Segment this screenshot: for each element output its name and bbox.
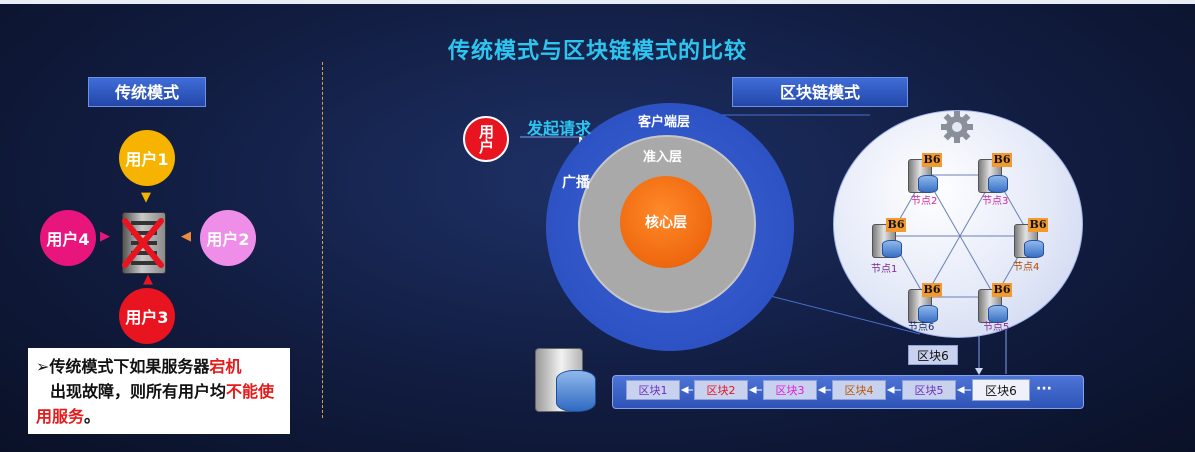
note-text-4: 不能使用服务: [36, 382, 275, 426]
block-3: 区块3: [763, 380, 817, 400]
node-2: B6: [906, 153, 942, 195]
note-text-1: 传统模式下如果服务器: [49, 357, 210, 376]
user-3: 用户3: [119, 288, 175, 344]
block-4: 区块4: [832, 380, 886, 400]
arrow-right-icon: ▶: [100, 229, 110, 244]
node-5: B6: [976, 283, 1012, 325]
node-1: B6: [870, 218, 906, 260]
traditional-note: ➢传统模式下如果服务器宕机 出现故障，则所有用户均不能使用服务。: [28, 348, 290, 434]
client-layer-label: 客户端层: [638, 115, 691, 130]
node-5-label: 节点5: [983, 322, 1010, 333]
section-divider: [322, 62, 323, 418]
blockchain-heading: 区块链模式: [732, 77, 908, 107]
note-text-2: 宕机: [209, 357, 242, 376]
node-1-label: 节点1: [871, 264, 898, 275]
block-2: 区块2: [694, 380, 748, 400]
node-2-label: 节点2: [911, 196, 938, 207]
block-6: 区块6: [972, 379, 1030, 401]
note-bullet: ➢: [36, 357, 50, 376]
note-text-3: 出现故障，则所有用户均: [50, 382, 227, 401]
node-6: B6: [906, 283, 942, 325]
user-4: 用户4: [40, 210, 96, 266]
top-border: [0, 0, 1195, 4]
chain-ellipsis: ···: [1036, 381, 1052, 397]
user-2: 用户2: [200, 210, 256, 266]
blockchain-user: 用户: [463, 116, 509, 162]
new-block-label: 区块6: [908, 345, 958, 365]
page-title: 传统模式与区块链模式的比较: [447, 39, 747, 64]
database-icon: [556, 370, 596, 412]
arrow-down-icon: ▼: [141, 190, 151, 205]
node-4-label: 节点4: [1013, 262, 1040, 273]
gear-icon: [941, 111, 973, 143]
traditional-heading: 传统模式: [88, 77, 206, 107]
note-text-5: 。: [84, 407, 101, 426]
broadcast-label: 广播: [562, 175, 590, 191]
request-label: 发起请求: [527, 119, 592, 138]
access-layer-label: 准入层: [643, 150, 683, 165]
user-1: 用户1: [119, 130, 175, 186]
arrow-left-icon: ◀: [181, 229, 191, 244]
node-4: B6: [1012, 218, 1048, 260]
arrow-up-icon: ▲: [143, 272, 153, 287]
core-layer: 核心层: [620, 176, 712, 268]
block-5: 区块5: [902, 380, 956, 400]
node-3: B6: [976, 153, 1012, 195]
node-6-label: 节点6: [908, 322, 935, 333]
block-1: 区块1: [626, 380, 680, 400]
node-3-label: 节点3: [982, 196, 1009, 207]
